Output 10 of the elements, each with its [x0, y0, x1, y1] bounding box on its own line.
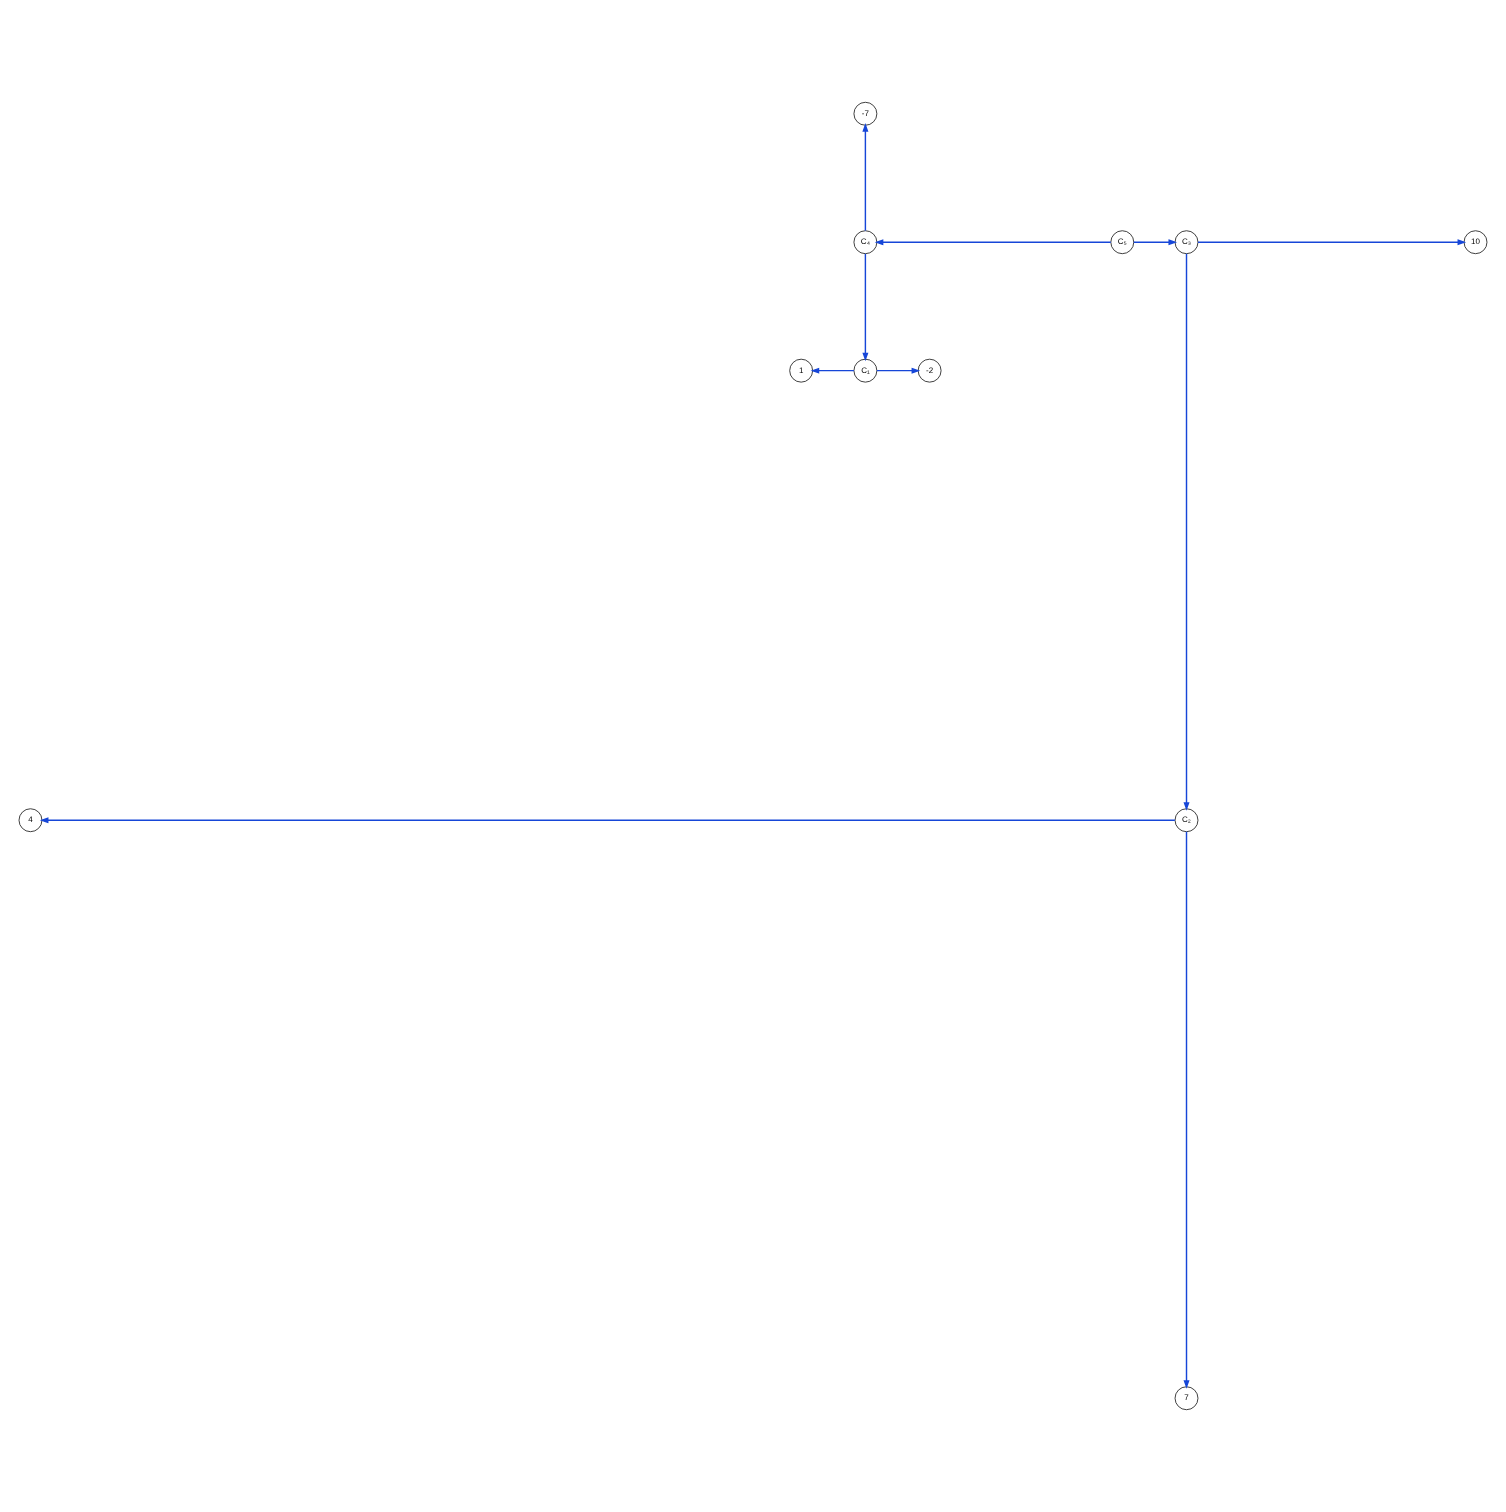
arrow — [862, 253, 869, 362]
arrow — [1133, 239, 1178, 246]
arrow — [874, 239, 1112, 246]
arrow — [1197, 239, 1467, 246]
arrow — [39, 817, 1176, 824]
arrow — [876, 367, 921, 374]
arrow — [1183, 831, 1190, 1389]
arrow — [862, 123, 869, 232]
arrow — [810, 367, 855, 374]
arrow — [1183, 253, 1190, 811]
